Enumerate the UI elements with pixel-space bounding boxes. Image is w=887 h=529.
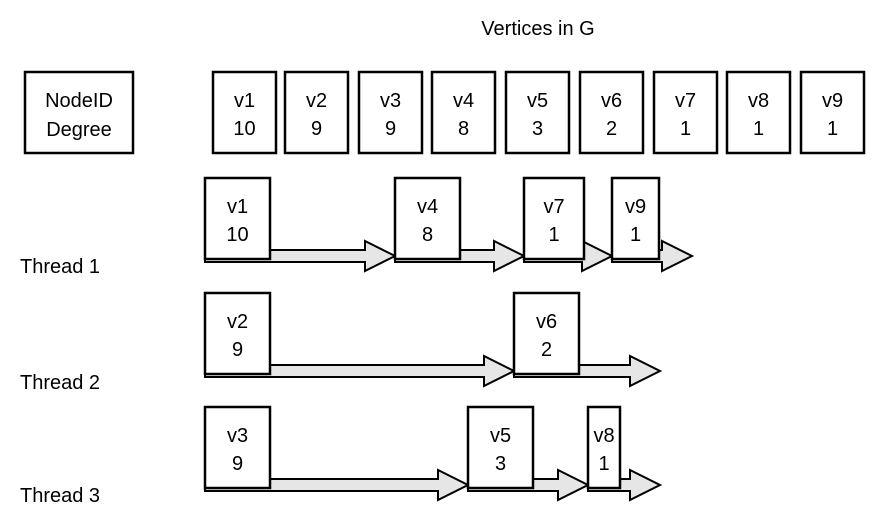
- vertex-v5-degree: 3: [532, 118, 543, 140]
- vertex-v2-box-frame: [283, 70, 350, 155]
- thread-1-task-v1-box-frame: [203, 176, 272, 261]
- thread-1-task-v4-box: v48: [393, 176, 462, 261]
- vertex-v2-id: v2: [306, 90, 327, 112]
- vertex-v2-box: v29: [283, 70, 350, 155]
- thread-1-task-v4-id: v4: [417, 196, 438, 218]
- vertex-v1-degree: 10: [233, 118, 255, 140]
- thread-3-task-v5-id: v5: [490, 425, 511, 447]
- thread-1-task-v9-degree: 1: [630, 224, 641, 246]
- thread-1-task-v7-box-frame: [522, 176, 586, 261]
- vertex-v3-id: v3: [380, 90, 401, 112]
- thread-2-task-v6-id: v6: [536, 311, 557, 333]
- thread-3-task-v3-box-frame: [203, 405, 272, 490]
- vertex-v1-id: v1: [234, 90, 255, 112]
- diagram-title: Vertices in G: [481, 18, 594, 40]
- vertex-v6-id: v6: [601, 90, 622, 112]
- vertex-v9-degree: 1: [827, 118, 838, 140]
- vertex-v3-box: v39: [357, 70, 424, 155]
- thread-3-task-v3-box: v39: [203, 405, 272, 490]
- thread-3-task-v5-box-frame: [466, 405, 535, 490]
- thread-1-task-v1-id: v1: [227, 196, 248, 218]
- vertex-v1-box-frame: [211, 70, 278, 155]
- vertex-v7-box-frame: [652, 70, 719, 155]
- thread-1-task-v7-degree: 1: [548, 224, 559, 246]
- legend-nodeid-label: NodeID: [45, 90, 113, 112]
- thread-2-task-v2-id: v2: [227, 311, 248, 333]
- thread-3-task-v3-degree: 9: [232, 453, 243, 475]
- vertex-v8-id: v8: [748, 90, 769, 112]
- thread-3-task-v8-box-frame: [586, 405, 622, 490]
- thread-1-task-v9-box-frame: [610, 176, 661, 261]
- vertex-v8-box: v81: [725, 70, 792, 155]
- thread-1-task-v9-box: v91: [610, 176, 661, 261]
- thread-3-task-v8-box: v81: [586, 405, 622, 490]
- thread-2-task-v2-degree: 9: [232, 339, 243, 361]
- thread-3-task-v8-id: v8: [593, 425, 614, 447]
- vertex-v8-box-frame: [725, 70, 792, 155]
- thread-2-arrow-2: [513, 354, 663, 388]
- thread-1-task-v7-box: v71: [522, 176, 586, 261]
- thread-label: Thread 1: [20, 256, 100, 278]
- vertex-v4-degree: 8: [458, 118, 469, 140]
- thread-1-task-v4-degree: 8: [422, 224, 433, 246]
- thread-3-task-v3-id: v3: [227, 425, 248, 447]
- vertex-v5-box: v53: [504, 70, 571, 155]
- vertex-v8-degree: 1: [753, 118, 764, 140]
- vertex-v2-degree: 9: [311, 118, 322, 140]
- vertex-v6-box: v62: [578, 70, 645, 155]
- vertex-v9-box-frame: [799, 70, 866, 155]
- thread-2-task-v6-box-frame: [512, 291, 581, 376]
- vertex-v6-box-frame: [578, 70, 645, 155]
- thread-2-task-v6-box: v62: [512, 291, 581, 376]
- thread-1-task-v9-id: v9: [625, 196, 646, 218]
- thread-2-task-v2-box: v29: [203, 291, 272, 376]
- vertex-v5-box-frame: [504, 70, 571, 155]
- thread-2-task-v2-box-frame: [203, 291, 272, 376]
- thread-2-arrow-1: [204, 354, 517, 388]
- legend-box: NodeID Degree: [23, 70, 135, 155]
- thread-3-arrow-1: [204, 468, 471, 502]
- vertex-v7-degree: 1: [680, 118, 691, 140]
- thread-2-task-v6-degree: 2: [541, 339, 552, 361]
- thread-1-task-v1-degree: 10: [226, 224, 248, 246]
- thread-3-task-v5-box: v53: [466, 405, 535, 490]
- thread-label: Thread 3: [20, 485, 100, 507]
- thread-label: Thread 2: [20, 372, 100, 394]
- thread-1-task-v7-id: v7: [543, 196, 564, 218]
- vertex-v5-id: v5: [527, 90, 548, 112]
- legend-degree-label: Degree: [46, 119, 112, 141]
- vertex-v4-id: v4: [453, 90, 474, 112]
- vertex-v9-box: v91: [799, 70, 866, 155]
- vertex-v9-id: v9: [822, 90, 843, 112]
- thread-1-task-v4-box-frame: [393, 176, 462, 261]
- vertex-v4-box: v48: [430, 70, 497, 155]
- vertex-v7-box: v71: [652, 70, 719, 155]
- vertex-v7-id: v7: [675, 90, 696, 112]
- vertex-v3-degree: 9: [385, 118, 396, 140]
- thread-3-task-v8-degree: 1: [598, 453, 609, 475]
- vertex-v4-box-frame: [430, 70, 497, 155]
- vertex-v3-box-frame: [357, 70, 424, 155]
- thread-3-arrow-3: [587, 468, 663, 502]
- thread-3-task-v5-degree: 3: [495, 453, 506, 475]
- thread-1-arrow-1: [204, 239, 398, 273]
- vertex-v6-degree: 2: [606, 118, 617, 140]
